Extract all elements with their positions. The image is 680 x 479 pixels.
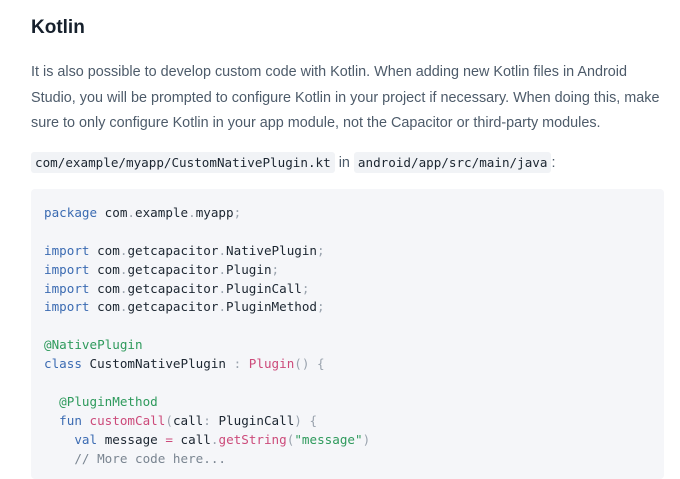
file-path-code: com/example/myapp/CustomNativePlugin.kt [31, 152, 335, 173]
section-heading: Kotlin [31, 17, 85, 38]
colon: : [551, 155, 556, 171]
code-line-import: import com.getcapacitor.PluginCall; [44, 280, 310, 296]
code-line-import: import com.getcapacitor.NativePlugin; [44, 242, 325, 258]
dir-path-code: android/app/src/main/java [353, 152, 552, 173]
code-line-fun: fun customCall(call: PluginCall) { [59, 412, 318, 428]
code-line-val: val message = call.getString("message") [74, 431, 371, 447]
code-line-class: class CustomNativePlugin : Plugin() { [44, 356, 325, 372]
file-location-line: com/example/myapp/CustomNativePlugin.kt … [31, 150, 555, 176]
in-word: in [338, 155, 350, 171]
code-line-import: import com.getcapacitor.PluginMethod; [44, 299, 325, 315]
code-line-annotation: @NativePlugin [44, 337, 143, 353]
docs-page: Kotlin It is also possible to develop cu… [31, 17, 660, 466]
code-line-blank [44, 374, 651, 393]
section-paragraph: It is also possible to develop custom co… [31, 64, 660, 131]
code-line-package: package com.example.myapp; [44, 205, 242, 220]
code-content: package com.example.myapp; import com.get… [44, 204, 651, 468]
code-line-comment: // More code here... [74, 450, 226, 466]
code-line-blank [44, 317, 651, 336]
code-line-blank [44, 223, 651, 242]
code-line-import: import com.getcapacitor.Plugin; [44, 261, 280, 277]
code-block[interactable]: package com.example.myapp; import com.get… [31, 189, 664, 479]
code-line-method-annotation: @PluginMethod [59, 393, 158, 409]
